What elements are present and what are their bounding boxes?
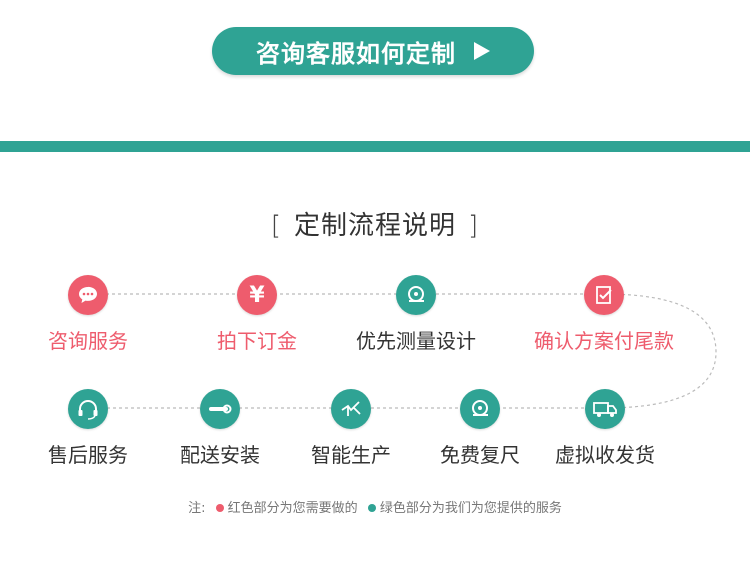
wrench-icon: [200, 389, 240, 429]
yen-icon: ¥: [237, 275, 277, 315]
headset-icon: [68, 389, 108, 429]
compass-icon: [331, 389, 371, 429]
checklist-icon: [584, 275, 624, 315]
cta-label: 咨询客服如何定制: [256, 39, 456, 68]
step-measure-design: 优先测量设计: [346, 275, 486, 354]
step-free-remeasure: 免费复尺: [410, 389, 550, 468]
step-consult: 咨询服务: [18, 275, 158, 354]
play-arrow-icon: [474, 42, 490, 60]
step-after-sales: 售后服务: [18, 389, 158, 468]
step-delivery-install: 配送安装: [150, 389, 290, 468]
step-virtual-shipping: 虚拟收发货: [535, 389, 675, 468]
chat-bubble-icon: [68, 275, 108, 315]
tape-measure-icon: [396, 275, 436, 315]
step-deposit: ¥ 拍下订金: [187, 275, 327, 354]
section-title-text: 定制流程说明: [293, 211, 456, 241]
step-smart-production: 智能生产: [281, 389, 421, 468]
red-dot-icon: [215, 503, 224, 512]
step-confirm-pay: 确认方案付尾款: [534, 275, 674, 354]
green-dot-icon: [367, 503, 376, 512]
legend-note: 注: 红色部分为您需要做的 绿色部分为我们为您提供的服务: [188, 501, 562, 516]
consult-customization-button[interactable]: 咨询客服如何定制: [212, 27, 534, 75]
tape-measure-icon: [460, 389, 500, 429]
truck-icon: [585, 389, 625, 429]
section-title: [定制流程说明]: [270, 211, 480, 241]
divider-bar: [0, 141, 750, 152]
